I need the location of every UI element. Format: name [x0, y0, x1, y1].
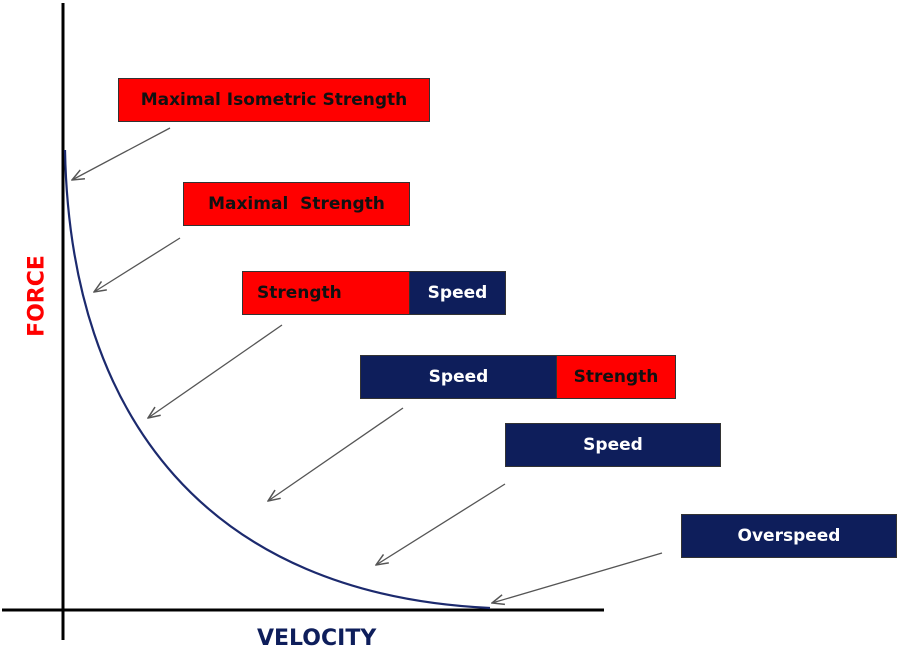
box-label: Strength	[573, 367, 659, 387]
box-label: Overspeed	[737, 526, 841, 546]
force-velocity-curve	[63, 149, 491, 610]
arrow-maximal-isometric-strength	[72, 127, 171, 180]
box-label: Strength	[257, 283, 342, 303]
box-label: Speed	[583, 435, 643, 455]
box-label: Maximal Strength	[208, 194, 385, 214]
arrows	[72, 127, 663, 603]
box-speed-segment: Speed	[409, 271, 506, 315]
arrow-overspeed	[492, 552, 663, 603]
box-speed: Speed	[505, 423, 721, 467]
box-maximal-strength: Maximal Strength	[183, 182, 410, 226]
box-speed-segment: Speed	[360, 355, 557, 399]
box-label: Speed	[428, 367, 489, 387]
arrow-strength-speed	[148, 324, 283, 418]
arrow-maximal-strength	[94, 237, 181, 292]
box-label: Speed	[427, 283, 488, 303]
force-axis-label: FORCE	[24, 255, 50, 337]
box-overspeed: Overspeed	[681, 514, 897, 558]
arrow-speed-strength	[268, 407, 404, 501]
box-label: Maximal Isometric Strength	[140, 90, 408, 110]
box-strength-segment: Strength	[556, 355, 676, 399]
box-maximal-isometric-strength: Maximal Isometric Strength	[118, 78, 430, 122]
box-strength-segment: Strength	[242, 271, 410, 315]
velocity-axis-label: VELOCITY	[257, 626, 377, 651]
arrow-speed	[376, 483, 506, 565]
